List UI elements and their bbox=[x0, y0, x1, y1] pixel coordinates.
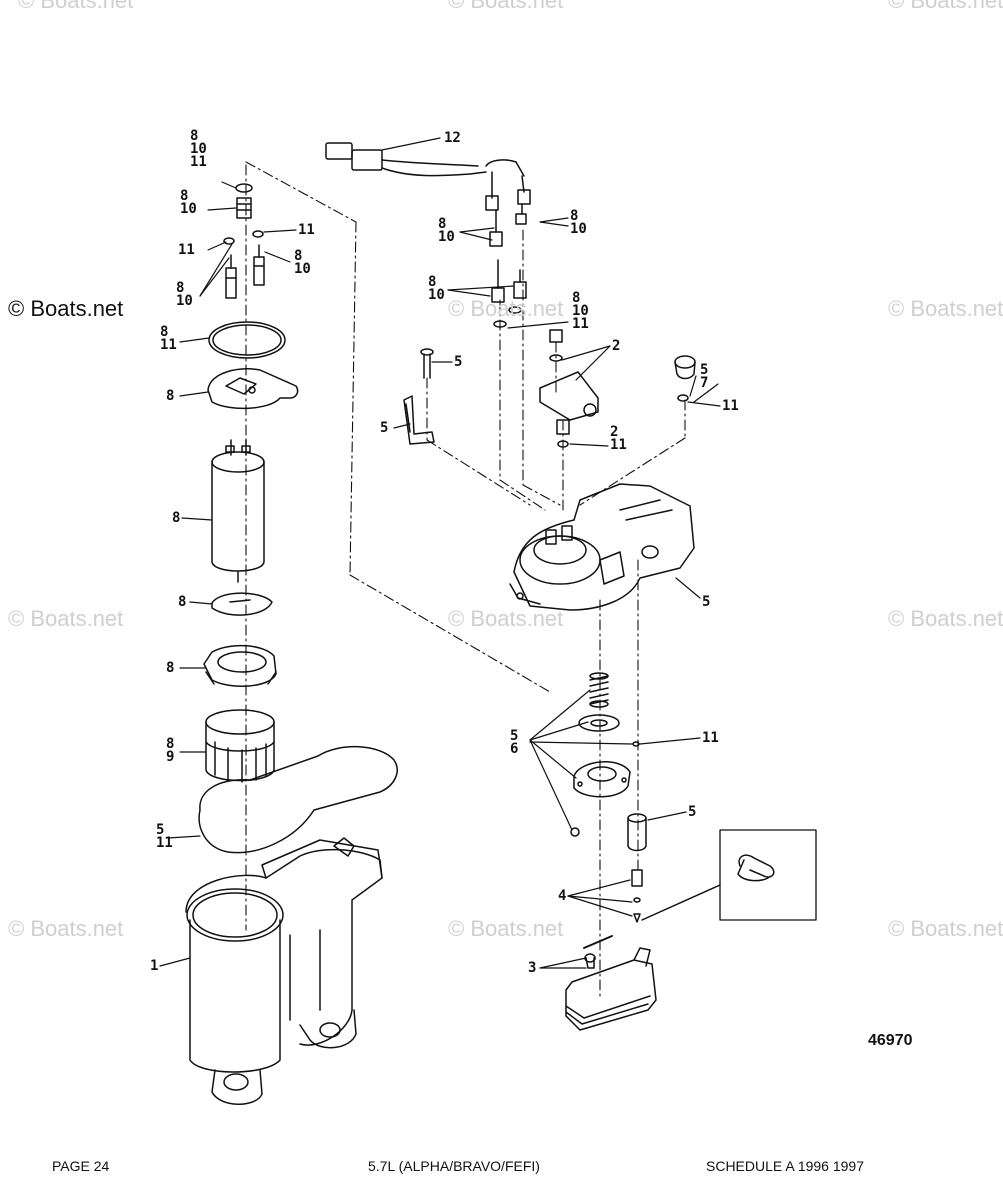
regulator-diaphragm bbox=[578, 714, 620, 732]
footer-ref-text: SCHEDULE A 1996 1997 bbox=[706, 1158, 864, 1174]
callout-label: 8 10 11 bbox=[572, 290, 589, 332]
watermark: © Boats.net bbox=[8, 296, 124, 321]
footer-ref: SCHEDULE A 1996 1997 bbox=[706, 1148, 966, 1174]
o-ring-small-right bbox=[252, 230, 264, 238]
fuel-bowl bbox=[185, 837, 383, 1105]
callout-label: 8 10 bbox=[180, 188, 197, 217]
needle-valve bbox=[631, 869, 643, 923]
callout-label: 1 bbox=[150, 958, 159, 974]
callout-label: 8 10 bbox=[294, 248, 311, 277]
watermark: © Boats.net bbox=[888, 606, 1003, 631]
callout-label: 8 bbox=[166, 660, 175, 676]
callout-label: 8 bbox=[178, 594, 187, 610]
callout-label: 8 bbox=[172, 510, 181, 526]
footer-page-text: PAGE 24 bbox=[52, 1158, 110, 1174]
watermark: © Boats.net bbox=[448, 0, 564, 13]
watermark: © Boats.net bbox=[448, 606, 564, 631]
o-ring-small-left bbox=[223, 237, 235, 245]
callout-label: 5 bbox=[454, 354, 463, 370]
fitting-pair bbox=[225, 244, 265, 299]
watermark: © Boats.net bbox=[888, 296, 1003, 321]
callout-label: 8 9 bbox=[166, 736, 175, 765]
fitting-top bbox=[236, 197, 252, 219]
watermark: © Boats.net bbox=[18, 0, 134, 13]
footer-title: 5.7L (ALPHA/BRAVO/FEFI) bbox=[368, 1148, 608, 1174]
small-o-ring bbox=[632, 741, 640, 747]
callout-label: 5 11 bbox=[156, 822, 173, 851]
footer-title-text: 5.7L (ALPHA/BRAVO/FEFI) bbox=[368, 1158, 540, 1174]
callout-label: 11 bbox=[298, 222, 315, 238]
banjo-fitting bbox=[539, 329, 599, 448]
regulator-body bbox=[573, 761, 631, 798]
regulator-screw bbox=[570, 827, 580, 837]
bracket-clip bbox=[403, 395, 435, 445]
callout-label: 5 6 bbox=[510, 728, 519, 757]
callout-label: 2 bbox=[612, 338, 621, 354]
callout-label: 12 bbox=[444, 130, 461, 146]
callout-label: 8 10 11 bbox=[190, 128, 207, 170]
callout-label: 5 7 bbox=[700, 362, 709, 391]
callout-label: 5 bbox=[688, 804, 697, 820]
watermark: © Boats.net bbox=[8, 606, 124, 631]
detail-inset-box bbox=[641, 829, 817, 921]
float-pin bbox=[583, 935, 613, 969]
watermark: © Boats.net bbox=[888, 916, 1003, 941]
callout-label: 5 bbox=[380, 420, 389, 436]
float bbox=[565, 947, 657, 1031]
seal-ring bbox=[208, 321, 286, 359]
callout-label: 8 10 bbox=[176, 280, 193, 309]
cap-plug bbox=[674, 355, 696, 402]
regulator-spring bbox=[589, 672, 609, 708]
pump-bracket bbox=[207, 368, 299, 410]
screw bbox=[420, 348, 434, 379]
gasket bbox=[198, 746, 398, 854]
callout-leaders bbox=[159, 137, 721, 969]
callout-label: 11 bbox=[702, 730, 719, 746]
watermark: © Boats.net bbox=[448, 916, 564, 941]
callout-label: 8 10 bbox=[438, 216, 455, 245]
callout-label: 8 bbox=[166, 388, 175, 404]
pump-mount bbox=[203, 644, 277, 687]
electric-fuel-pump bbox=[211, 439, 265, 583]
filter-element bbox=[627, 813, 647, 852]
watermark: © Boats.net bbox=[448, 296, 564, 321]
fuel-filter-screen bbox=[205, 709, 275, 783]
callout-label: 5 bbox=[702, 594, 711, 610]
callout-label: 11 bbox=[722, 398, 739, 414]
callout-label: 11 bbox=[178, 242, 195, 258]
pump-retainer bbox=[211, 592, 273, 616]
watermark: © Boats.net bbox=[888, 0, 1003, 13]
callout-label: 8 10 bbox=[570, 208, 587, 237]
callout-label: 4 bbox=[558, 888, 567, 904]
wire-harness bbox=[325, 142, 531, 328]
callout-label: 3 bbox=[528, 960, 537, 976]
vapor-separator-cover bbox=[509, 483, 695, 611]
o-ring-top bbox=[235, 183, 253, 193]
callout-label: 2 11 bbox=[610, 424, 627, 453]
callout-label: 8 11 bbox=[160, 324, 177, 353]
footer-page: PAGE 24 bbox=[52, 1148, 152, 1174]
figure-number: 46970 bbox=[868, 1032, 913, 1049]
callout-label: 8 10 bbox=[428, 274, 445, 303]
watermark: © Boats.net bbox=[8, 916, 124, 941]
assembly-centerlines bbox=[245, 161, 686, 1001]
